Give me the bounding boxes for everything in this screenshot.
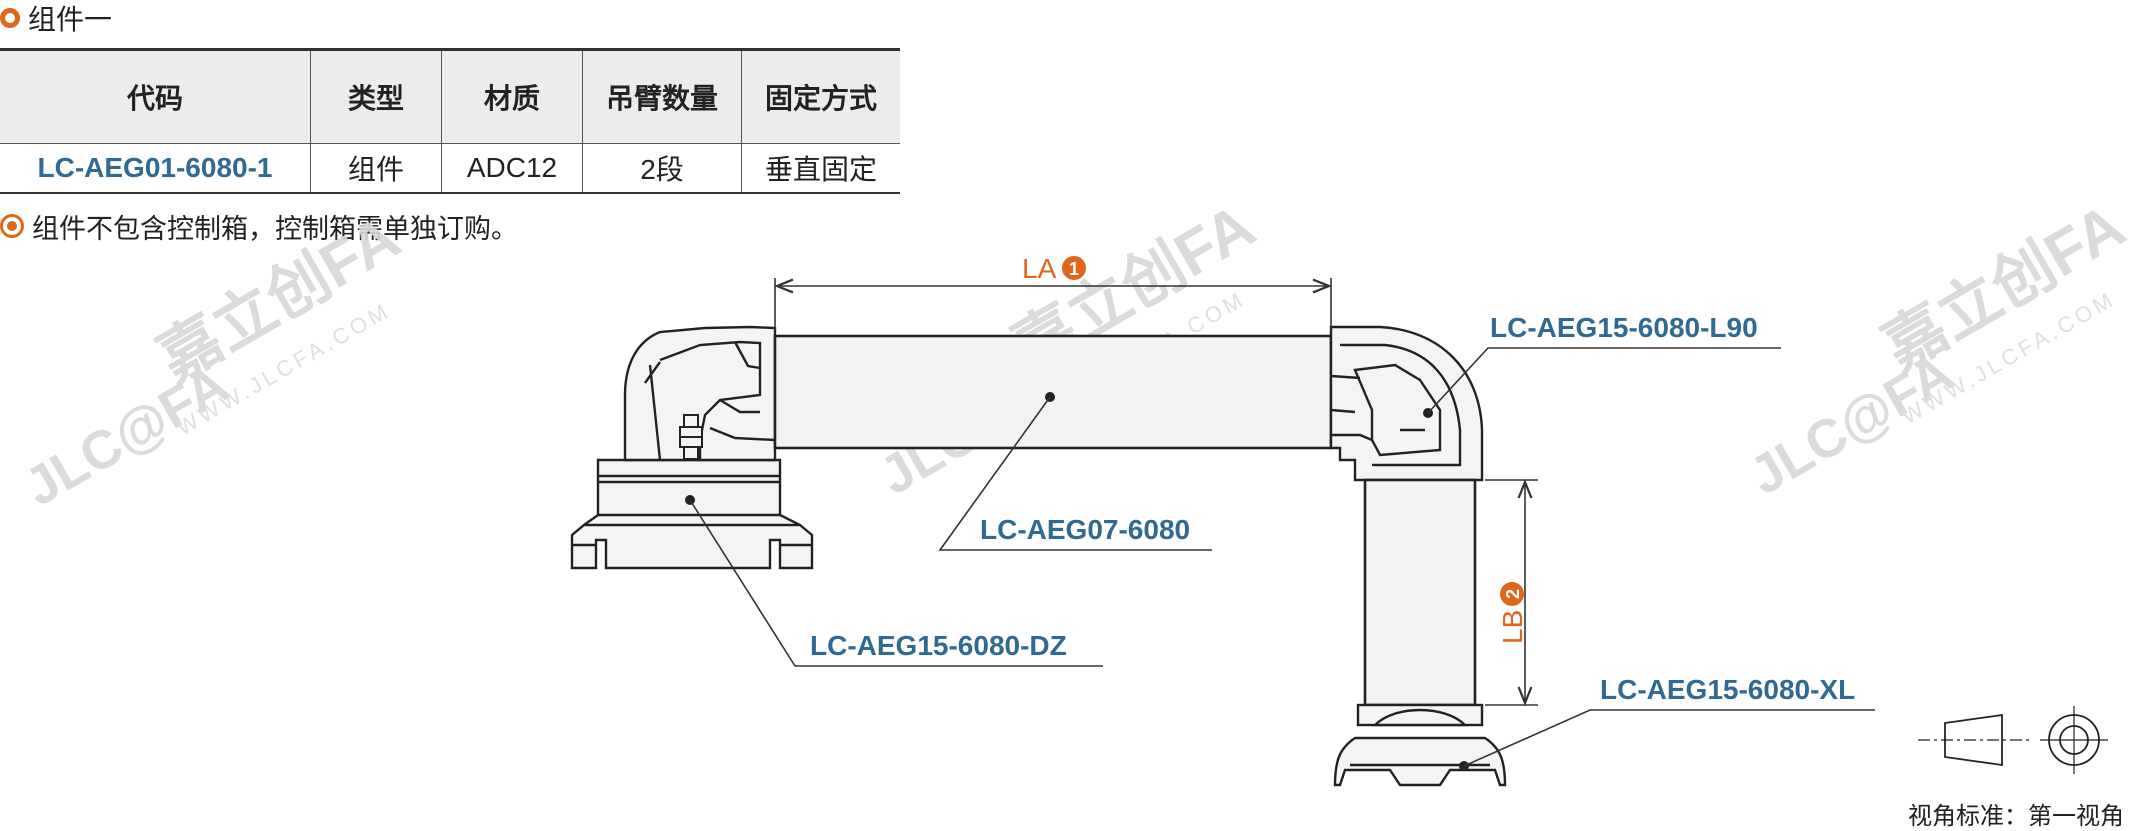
right-elbow <box>1329 325 1484 482</box>
col-header-type: 类型 <box>310 48 442 144</box>
note: 组件不包含控制箱，控制箱需单独订购。 <box>0 208 518 244</box>
table-row: LC-AEG01-6080-1 组件 ADC12 2段 垂直固定 <box>0 143 900 194</box>
part-label-base: LC-AEG15-6080-DZ <box>810 630 1067 661</box>
col-header-mounting: 固定方式 <box>741 48 900 144</box>
dimension-lb-label: LB <box>1497 610 1528 644</box>
section-title-text: 组件一 <box>28 4 113 35</box>
watermark-right: JLC@FA 嘉立创FA WWW.JLCFA.COM <box>1740 191 2131 506</box>
base-screw <box>679 414 703 460</box>
badge-1-icon <box>1062 256 1086 280</box>
dimension-la: LA 1 <box>773 253 1333 330</box>
spec-table: 代码 类型 材质 吊臂数量 固定方式 LC-AEG01-6080-1 组件 AD… <box>0 48 900 194</box>
bottom-bracket <box>1333 703 1507 787</box>
leader-elbow: LC-AEG15-6080-L90 <box>1423 312 1781 418</box>
cell-arm-count: 2段 <box>582 143 742 194</box>
watermark-left: JLC@FA 嘉立创FA WWW.JLCFA.COM <box>15 202 412 517</box>
part-label-tube: LC-AEG07-6080 <box>980 514 1190 545</box>
part-label-bottom: LC-AEG15-6080-XL <box>1600 674 1855 705</box>
horizontal-tube <box>773 334 1333 450</box>
part-label-elbow: LC-AEG15-6080-L90 <box>1490 312 1758 343</box>
projection-label: 视角标准：第一视角 <box>1908 803 2124 830</box>
target-bullet-icon <box>0 214 24 238</box>
cell-type: 组件 <box>310 143 442 194</box>
badge-2-number: 2 <box>1503 589 1523 599</box>
leader-tube: LC-AEG07-6080 <box>938 392 1212 551</box>
badge-1-number: 1 <box>1069 259 1079 279</box>
vertical-tube <box>1363 478 1477 707</box>
cell-mounting: 垂直固定 <box>741 143 900 194</box>
dimension-la-label: LA <box>1022 253 1057 284</box>
dimension-lb: LB 2 <box>1485 478 1538 707</box>
ring-bullet-icon <box>0 8 20 28</box>
cell-material: ADC12 <box>441 143 583 194</box>
table-header-row: 代码 类型 材质 吊臂数量 固定方式 <box>0 48 900 144</box>
col-header-arm-count: 吊臂数量 <box>582 48 742 144</box>
badge-2-icon <box>1500 582 1524 606</box>
leader-bottom: LC-AEG15-6080-XL <box>1459 674 1875 771</box>
leader-base: LC-AEG15-6080-DZ <box>685 495 1103 667</box>
section-title: 组件一 <box>0 0 112 36</box>
col-header-material: 材质 <box>441 48 583 144</box>
col-header-code: 代码 <box>0 48 311 144</box>
note-text: 组件不包含控制箱，控制箱需单独订购。 <box>32 213 518 244</box>
projection-symbol-icon <box>1918 706 2108 774</box>
cell-code: LC-AEG01-6080-1 <box>0 143 311 194</box>
base-mount <box>570 458 814 570</box>
